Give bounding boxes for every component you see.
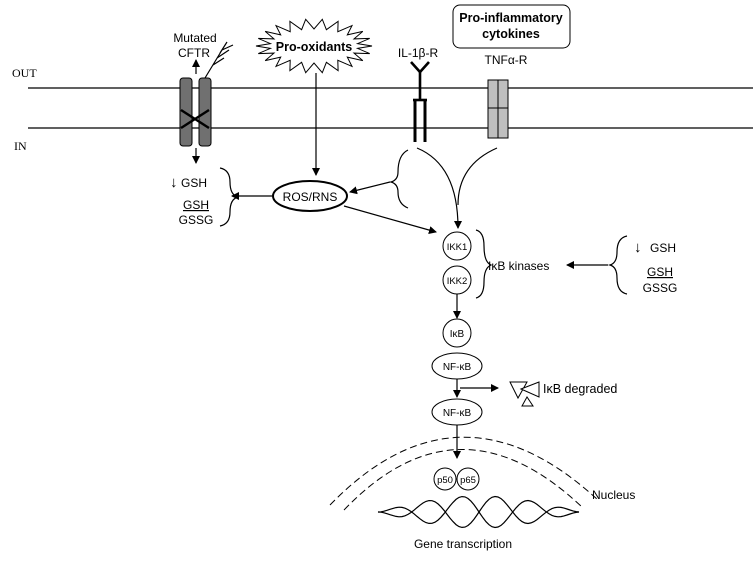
nfkb-free-label: NF-κB [443, 408, 472, 419]
cftr-label-line1: Mutated [173, 31, 216, 45]
gene-transcription-label: Gene transcription [414, 537, 512, 551]
nuclear-envelope-outer [329, 436, 599, 506]
p65-subunit [456, 467, 480, 491]
right-gssg-ratio-bottom: GSSG [643, 281, 678, 295]
ikk-brace [475, 229, 493, 299]
right-gsh-down-arrow: ↓ [634, 239, 642, 256]
cell-membrane [28, 87, 753, 129]
cytokines-box [452, 4, 571, 49]
ros-rns-node [272, 180, 348, 212]
dna-strand-2 [377, 495, 580, 529]
left-gsh-ratio-top: GSH [183, 198, 209, 212]
right-redox-brace [607, 235, 628, 295]
receptor-signal-brace [388, 149, 409, 209]
tnf-receptor [487, 79, 509, 139]
il1-receptor-label: IL-1β-R [398, 46, 439, 60]
ikk2-label: IKK2 [447, 276, 468, 287]
left-redox-brace [219, 167, 239, 227]
tnf-to-ikk-curve [457, 147, 498, 206]
nucleus-label: Nucleus [592, 488, 635, 502]
p50-subunit [433, 467, 457, 491]
right-gsh-label: GSH [650, 241, 676, 255]
out-label: OUT [12, 66, 37, 80]
ikk1-node [442, 231, 472, 261]
ikb-kinases-label: IκB kinases [488, 259, 549, 273]
receptors-to-ros-arrow [349, 181, 391, 195]
cytokines-label-line1: Pro-inflammatory [459, 11, 563, 25]
cftr-channel [179, 41, 234, 164]
il1-to-ikk-arrow [416, 147, 462, 229]
ikb-degraded-label: IκB degraded [543, 382, 617, 396]
pro-oxidants-burst [255, 18, 373, 74]
cftr-label-line2: CFTR [178, 46, 210, 60]
left-gsh-down-arrow: ↓ [170, 174, 178, 191]
degraded-fragments-icon [509, 381, 540, 407]
tnf-receptor-label: TNFα-R [485, 53, 528, 67]
ikb-node [442, 318, 472, 348]
nfkb-bound-label: NF-κB [443, 362, 472, 373]
nuclear-envelope-inner [343, 449, 584, 511]
p65-label: p65 [460, 475, 476, 486]
ros-rns-label: ROS/RNS [283, 190, 338, 204]
right-gsh-ratio-top: GSH [647, 265, 673, 279]
cftr-glyco-branch [204, 41, 234, 79]
ikb-label: IκB [450, 329, 465, 340]
p50-label: p50 [437, 475, 453, 486]
ros-to-ikk-arrow [343, 205, 437, 234]
left-gsh-label: GSH [181, 176, 207, 190]
il1-receptor [410, 61, 430, 142]
ikk1-label: IKK1 [447, 242, 468, 253]
in-label: IN [14, 139, 27, 153]
cytokines-label-line2: cytokines [482, 27, 540, 41]
pro-oxidants-label: Pro-oxidants [276, 40, 352, 54]
left-gssg-ratio-bottom: GSSG [179, 213, 214, 227]
